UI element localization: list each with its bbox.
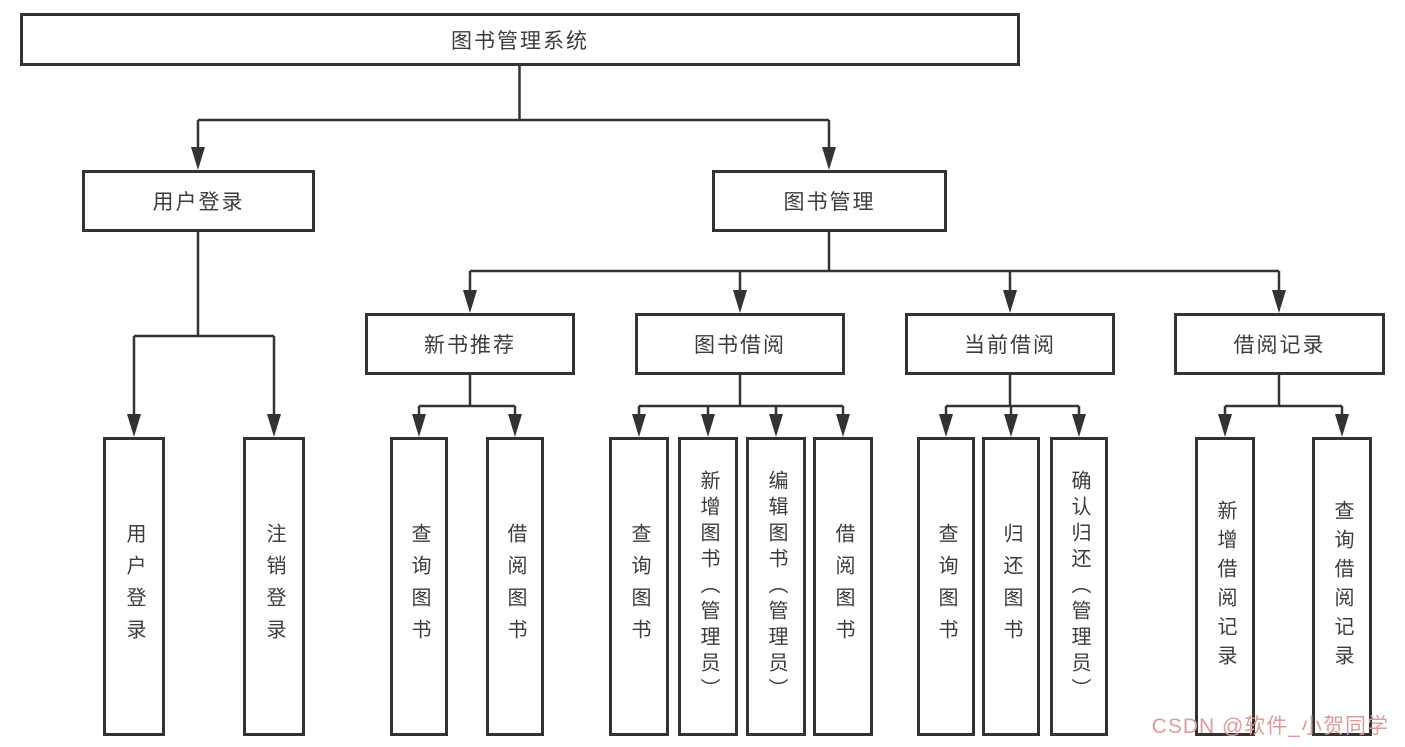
- connector-lines: [132, 66, 1344, 416]
- node-book-management: 图书管理: [712, 170, 947, 232]
- leaf-confirm-return-admin: 确认归还（管理员）: [1050, 437, 1108, 736]
- node-book-borrow: 图书借阅: [635, 313, 845, 375]
- node-new-book-recommend: 新书推荐: [365, 313, 575, 375]
- leaf-edit-book-admin: 编辑图书（管理员）: [746, 437, 806, 736]
- node-root: 图书管理系统: [20, 13, 1020, 66]
- csdn-watermark: CSDN @软件_小贺同学: [1151, 715, 1389, 738]
- leaf-return-books: 归还图书: [982, 437, 1040, 736]
- node-user-login: 用户登录: [82, 170, 315, 232]
- node-borrow-records: 借阅记录: [1174, 313, 1385, 375]
- leaf-query-books-borrow: 查询图书: [609, 437, 669, 736]
- leaf-query-books-recommend: 查询图书: [390, 437, 448, 736]
- leaf-logout-login: 注销登录: [243, 437, 305, 736]
- leaf-query-borrow-record: 查询借阅记录: [1312, 437, 1372, 736]
- leaf-user-login: 用户登录: [103, 437, 165, 736]
- leaf-query-books-current: 查询图书: [917, 437, 975, 736]
- node-current-borrow: 当前借阅: [905, 313, 1115, 375]
- arrowhead-icons: [127, 147, 1349, 437]
- leaf-borrow-books-borrow: 借阅图书: [813, 437, 873, 736]
- leaf-add-borrow-record: 新增借阅记录: [1195, 437, 1255, 736]
- leaf-add-book-admin: 新增图书（管理员）: [678, 437, 738, 736]
- leaf-borrow-books-recommend: 借阅图书: [486, 437, 544, 736]
